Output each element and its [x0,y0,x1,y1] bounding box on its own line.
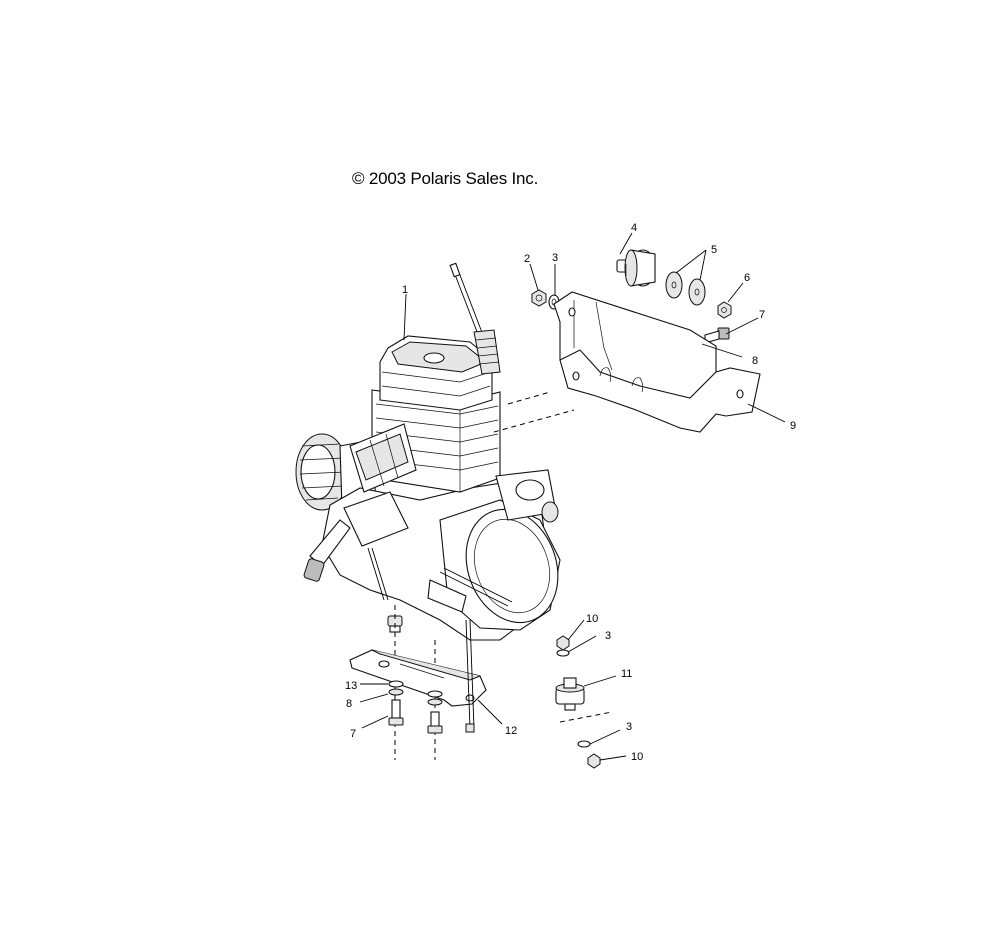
callout-9: 9 [790,420,796,432]
washer-3-mid[interactable] [556,649,570,657]
callout-2: 2 [524,253,530,265]
water-pump [495,469,559,523]
lower-right-mount-group [555,635,613,769]
starter-motor [303,491,409,582]
callout-13: 13 [345,680,357,692]
callout-12: 12 [505,725,517,737]
bolt-7-left[interactable] [388,699,404,726]
clutch-cover [439,499,561,631]
callout-7: 7 [759,309,765,321]
nut-2[interactable] [531,289,547,307]
callout-3: 3 [605,630,611,642]
callout-1: 1 [402,284,408,296]
washer-stack-right[interactable] [427,690,443,706]
nut-10-bottom[interactable] [587,753,601,769]
callout-8: 8 [752,355,758,367]
callout-11: 11 [621,668,632,680]
isolator-11[interactable] [555,677,585,711]
lower-mount-group [349,605,487,760]
nut-6[interactable] [717,301,732,319]
shift-linkage [367,547,513,613]
callouts: 1 2 3 4 5 6 7 8 9 10 3 11 3 10 13 8 7 12 [345,222,796,763]
callout-4: 4 [631,222,637,234]
callout-3: 3 [626,721,632,733]
washer-stack-left[interactable] [388,680,404,696]
bolt-7-right[interactable] [427,711,443,734]
callout-8: 8 [346,698,352,710]
callout-10: 10 [631,751,643,763]
bolt-7-top[interactable] [704,327,730,344]
lower-bracket[interactable] [349,649,487,707]
isolator-4[interactable] [616,249,656,287]
washers-5[interactable] [665,271,706,306]
carburetor [349,423,417,493]
engine-assembly[interactable] [295,262,573,641]
callout-5: 5 [711,244,717,256]
upper-mount-group [493,249,761,433]
mount-bracket-9[interactable] [553,291,761,433]
cylinder-head [379,335,493,411]
nut-10-top[interactable] [556,635,570,651]
stud-12[interactable] [465,619,475,733]
callout-6: 6 [744,272,750,284]
spark-plug [449,262,501,375]
callout-10: 10 [586,613,598,625]
copyright-text: © 2003 Polaris Sales Inc. [352,169,539,188]
washer-3-bottom[interactable] [577,740,591,748]
callout-3: 3 [552,252,558,264]
callout-7: 7 [350,728,356,740]
leader-lines [359,232,786,761]
